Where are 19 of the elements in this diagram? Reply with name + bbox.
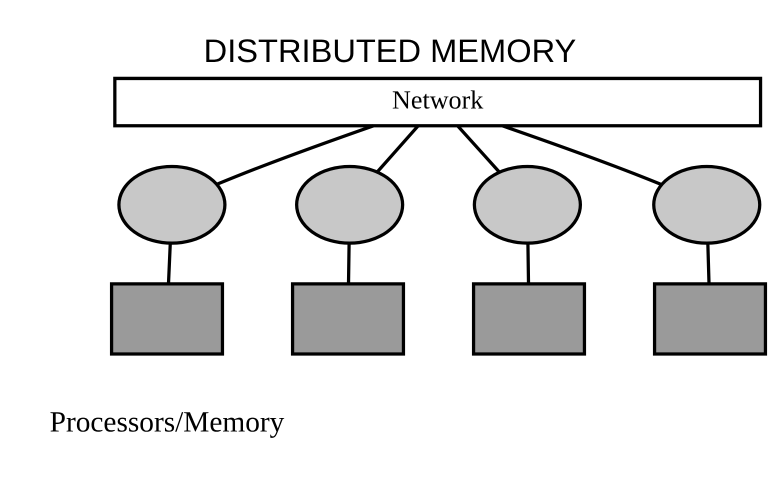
diagram-title: DISTRIBUTED MEMORY: [204, 32, 576, 69]
node-box: [290, 282, 406, 356]
connector: [216, 124, 374, 186]
connector: [166, 242, 172, 283]
node-box: [472, 282, 586, 356]
node-ellipse: [295, 164, 404, 244]
connector: [346, 242, 351, 283]
label: Processors/Memory: [50, 406, 284, 438]
node-box: [110, 282, 224, 356]
connector: [706, 242, 711, 283]
node-ellipse: [652, 164, 762, 244]
connector: [502, 124, 662, 186]
node-box: Network: [113, 76, 762, 127]
connector: [526, 242, 530, 283]
connector: [456, 124, 500, 172]
node-ellipse: [472, 164, 582, 244]
connector: [376, 124, 420, 172]
node-ellipse: [117, 164, 227, 244]
node-box: [652, 282, 768, 356]
